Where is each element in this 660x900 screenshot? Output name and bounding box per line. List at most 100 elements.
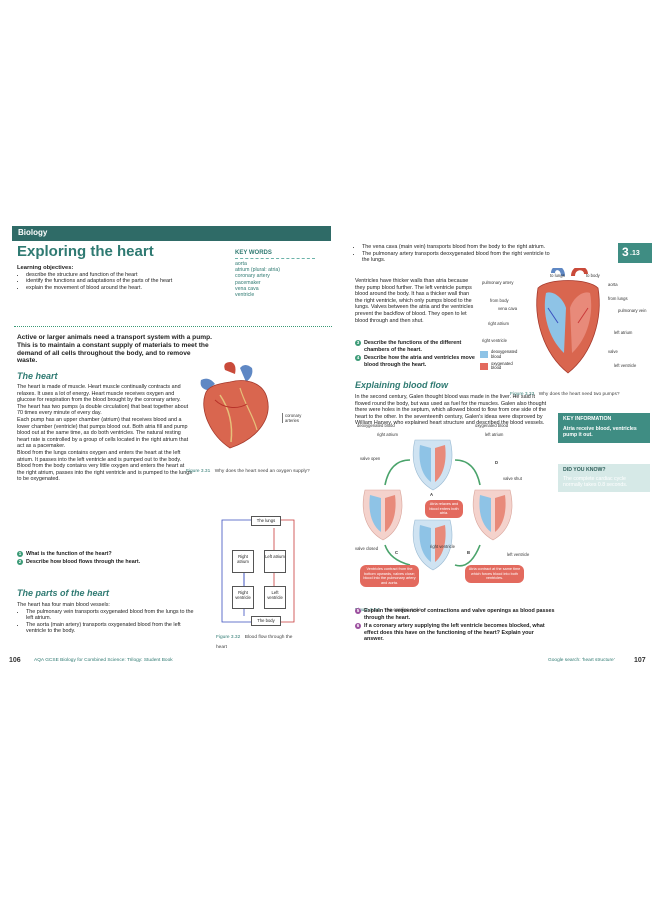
key-info-text: Atria receive blood, ventricles pump it … xyxy=(558,425,650,443)
vena-cava-shape xyxy=(200,378,215,390)
cycle-label: left atrium xyxy=(485,432,504,437)
diagram-label: left ventricle xyxy=(614,363,637,368)
cycle-heart-b xyxy=(472,489,513,541)
flow-box-right-atrium: Right atrium xyxy=(232,550,254,573)
aorta-shape xyxy=(224,362,236,374)
figure-number: Figure 3.31 xyxy=(186,469,211,474)
vessel-item: The vena cava (main vein) transports blo… xyxy=(362,244,553,251)
section-badge: 3 .13 xyxy=(618,243,652,263)
figure-3-33-caption: Figure 3.33 Why does the heart need two … xyxy=(510,382,650,400)
coronary-artery-shape xyxy=(219,394,233,443)
key-word: pacemaker xyxy=(235,279,261,286)
key-words-box: KEY WORDS aorta atrium (plural: atria) c… xyxy=(235,250,315,298)
cardiac-cycle-diagram: deoxygenated blood oxygenated blood righ… xyxy=(355,420,545,595)
diagram-label: left atrium xyxy=(614,330,633,335)
parts-item: The aorta (main artery) transports oxyge… xyxy=(26,622,202,635)
flow-box-lungs: The lungs xyxy=(251,516,281,526)
objective-item: explain the movement of blood around the… xyxy=(26,285,232,292)
question-number: 4 xyxy=(355,355,361,362)
coronary-label: coronary arteries xyxy=(282,413,315,423)
cycle-letter: D xyxy=(495,460,499,465)
book-title-footer: AQA GCSE Biology for Combined Science: T… xyxy=(34,658,173,663)
question-number: 3 xyxy=(355,340,361,346)
heart-paragraph: Blood from the body contains very little… xyxy=(17,463,192,483)
section-divider xyxy=(14,326,332,327)
subject-banner: Biology xyxy=(12,226,331,241)
cycle-note-a: Atria relaxes and blood enters both atri… xyxy=(425,500,463,518)
cycle-arrow xyxy=(454,544,481,567)
cycle-label: valve open xyxy=(360,456,381,461)
diagram-label: to lungs xyxy=(550,273,565,278)
objectives-heading: Learning objectives: xyxy=(17,265,74,271)
figure-caption: Why does the heart need an oxygen supply… xyxy=(214,469,310,474)
page-number-right: 107 xyxy=(634,657,646,664)
figure-3-32-caption: Figure 3.32 Blood flow through the heart xyxy=(216,631,296,651)
key-word: vena cava xyxy=(235,285,259,292)
diagram-legend: deoxygenated blood oxygenated blood xyxy=(480,349,530,371)
cycle-arrow xyxy=(384,459,411,486)
question-text: Describe how the atria and ventricles mo… xyxy=(364,355,475,368)
key-word: ventricle xyxy=(235,292,255,299)
question-number: 5 xyxy=(355,608,361,614)
cycle-note-d: Atria contract at the same time which fo… xyxy=(465,565,524,583)
page-number-left: 106 xyxy=(9,657,21,664)
figure-caption: Why does the heart need two pumps? xyxy=(538,392,620,397)
badge-sub: .13 xyxy=(630,250,640,257)
cycle-label: oxygenated blood xyxy=(475,423,509,428)
question-text: Describe how blood flows through the hea… xyxy=(26,559,141,566)
diagram-label: pulmonary vein xyxy=(618,308,647,313)
cycle-letter: A xyxy=(430,492,434,497)
objective-item: identify the functions and adaptations o… xyxy=(26,278,232,285)
parts-item: The pulmonary vein transports oxygenated… xyxy=(26,609,202,622)
heart-body-shape xyxy=(203,380,269,449)
heart-paragraph: Each pump has an upper chamber (atrium) … xyxy=(17,416,189,450)
flow-box-body: The body xyxy=(251,616,281,626)
subject-label: Biology xyxy=(18,228,48,237)
cycle-heart-c xyxy=(362,489,403,541)
cycle-arrow xyxy=(454,459,481,486)
heart-illustration xyxy=(200,362,269,449)
cycle-label: valve shut xyxy=(503,476,522,481)
diagram-label: vena cava xyxy=(498,306,518,311)
diagram-label: right atrium xyxy=(488,321,509,326)
figure-3-34-caption: Figure 3.34 The cardiac cycle xyxy=(355,598,505,616)
heart-paragraph: Blood from the lungs contains oxygen and… xyxy=(17,449,182,463)
did-you-know-text: The complete cardiac cycle normally take… xyxy=(558,476,650,492)
parts-heading: The parts of the heart xyxy=(17,588,110,598)
cycle-heart-a xyxy=(412,439,453,491)
cycle-label: deoxygenated blood xyxy=(357,423,395,428)
question-number: 2 xyxy=(17,559,23,566)
figure-3-31-caption: Figure 3.31 Why does the heart need an o… xyxy=(186,459,336,477)
cycle-letter: C xyxy=(395,550,399,555)
oxygenated-swatch xyxy=(480,362,488,370)
heart-section-diagram: to lungs to body pulmonary artery aorta … xyxy=(478,268,654,378)
explaining-heading: Explaining blood flow xyxy=(355,380,448,390)
legend-label: oxygenated blood xyxy=(491,360,513,371)
legend-label: deoxygenated blood xyxy=(491,349,518,359)
parts-body: The heart has four main blood vessels: T… xyxy=(17,602,202,635)
walls-text: Ventricles have thicker walls than atria… xyxy=(355,278,474,324)
key-information-box: KEY INFORMATION Atria receive blood, ven… xyxy=(558,413,650,443)
flow-box-right-ventricle: Right ventricle xyxy=(232,586,254,609)
question-text: Describe the functions of the different … xyxy=(364,340,462,353)
vessel-bullets: The vena cava (main vein) transports blo… xyxy=(353,244,553,264)
diagram-label: to body xyxy=(586,273,600,278)
diagram-label: aorta xyxy=(608,282,618,287)
cycle-letter: B xyxy=(467,550,471,555)
key-words-heading: KEY WORDS xyxy=(235,250,272,256)
page-title: Exploring the heart xyxy=(17,243,154,260)
key-info-heading: KEY INFORMATION xyxy=(558,413,650,425)
question-text: If a coronary artery supplying the left … xyxy=(364,623,545,643)
cycle-label: left ventricle xyxy=(507,552,530,557)
vessel-item: The pulmonary artery transports deoxygen… xyxy=(362,251,553,264)
diagram-label: pulmonary artery xyxy=(482,280,514,285)
intro-text: Active or larger animals need a transpor… xyxy=(17,334,212,365)
deoxygenated-swatch xyxy=(480,351,488,359)
did-you-know-heading: DID YOU KNOW? xyxy=(558,464,650,476)
heart-paragraph: The heart is made of muscle. Heart muscl… xyxy=(17,384,181,404)
pulmonary-artery-shape xyxy=(240,365,253,382)
diagram-label: right ventricle xyxy=(482,338,507,343)
learning-objectives: Learning objectives: describe the struct… xyxy=(17,265,232,291)
